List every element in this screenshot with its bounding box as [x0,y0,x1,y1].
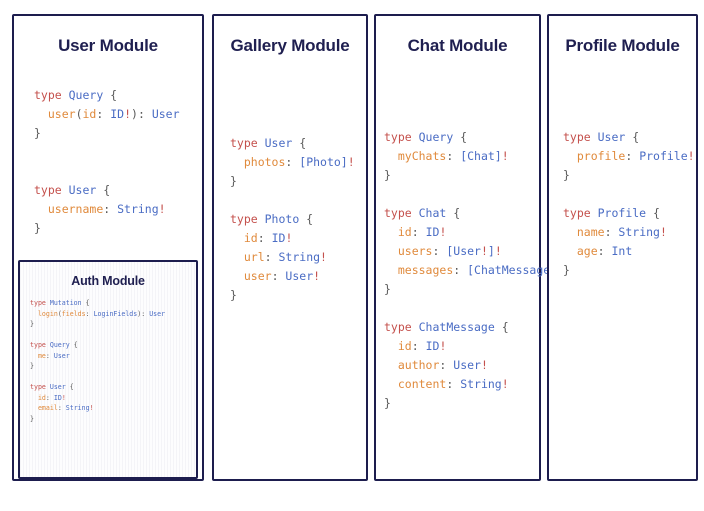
code-line: myChats: [Chat]! [397,149,509,163]
code-line: id: ID! [37,393,66,402]
card-auth-module[interactable]: Auth Module type Mutation { login(fields… [18,260,198,479]
code-line: user: User! [243,269,321,283]
code-line: } [30,320,34,328]
code-line: } [30,362,34,370]
code-line: } [384,168,391,182]
code-line: } [384,396,391,410]
code-line: id: ID! [397,339,447,353]
code-line: users: [User!]! [397,244,502,258]
code-line: photos: [Photo]! [243,155,355,169]
code-block-user: type Query { user(id: ID!): User} type U… [34,86,180,238]
code-line: id: ID! [397,225,447,239]
card-title-gallery: Gallery Module [230,36,350,55]
code-line: } [230,288,237,302]
code-line [30,330,196,341]
code-line: type Mutation { [30,299,90,307]
code-line: type Profile { [563,206,660,220]
code-line: type Photo { [230,212,314,226]
code-line: email: String! [37,404,94,412]
code-line [384,185,564,204]
code-line: user(id: ID!): User [47,107,180,121]
code-line: author: User! [397,358,488,372]
code-line: } [34,126,41,140]
code-line: url: String! [243,250,327,264]
card-title-user: User Module [58,36,158,55]
code-line [384,299,564,318]
code-line: age: Int [576,244,633,258]
code-block-chat: type Query { myChats: [Chat]!} type Chat… [384,128,564,413]
code-line: type Query { [34,88,118,102]
card-chat-module[interactable]: Chat Module type Query { myChats: [Chat]… [374,14,564,481]
code-line: } [563,168,570,182]
code-line: id: ID! [243,231,293,245]
code-line: type Query { [30,341,78,349]
code-line: } [563,263,570,277]
code-line: type ChatMessage { [384,320,509,334]
code-line: name: String! [576,225,667,239]
code-line: } [30,414,34,423]
card-title-chat: Chat Module [407,36,508,55]
code-line: } [34,221,41,235]
code-line [34,143,180,162]
code-line: } [230,174,237,188]
code-line: login(fields: LoginFields): User [37,309,166,318]
code-line [230,191,355,210]
code-block-auth: type Mutation { login(fields: LoginField… [30,298,196,424]
code-line: messages: [ChatMessage]! [397,263,564,277]
card-title-profile: Profile Module [565,36,680,55]
code-line: type User { [30,383,74,391]
card-user-module[interactable]: User Module type Query { user(id: ID!): … [12,14,204,481]
code-line [34,162,180,181]
code-line: me: User [37,351,70,360]
code-line: type User { [563,130,640,144]
code-block-profile: type User { profile: Profile!} type Prof… [563,128,695,280]
code-block-gallery: type User { photos: [Photo]!} type Photo… [230,134,355,305]
code-line: } [384,282,391,296]
code-line: type User { [34,183,111,197]
code-line: content: String! [397,377,509,391]
code-line [563,185,695,204]
code-line: type User { [230,136,307,150]
code-line: profile: Profile! [576,149,695,163]
code-line: type Query { [384,130,468,144]
card-title-auth: Auth Module [71,274,145,288]
code-line: type Chat { [384,206,461,220]
card-gallery-module[interactable]: Gallery Module type User { photos: [Phot… [212,14,368,481]
code-line: username: String! [47,202,166,216]
code-line [30,372,196,383]
card-profile-module[interactable]: Profile Module type User { profile: Prof… [547,14,698,481]
